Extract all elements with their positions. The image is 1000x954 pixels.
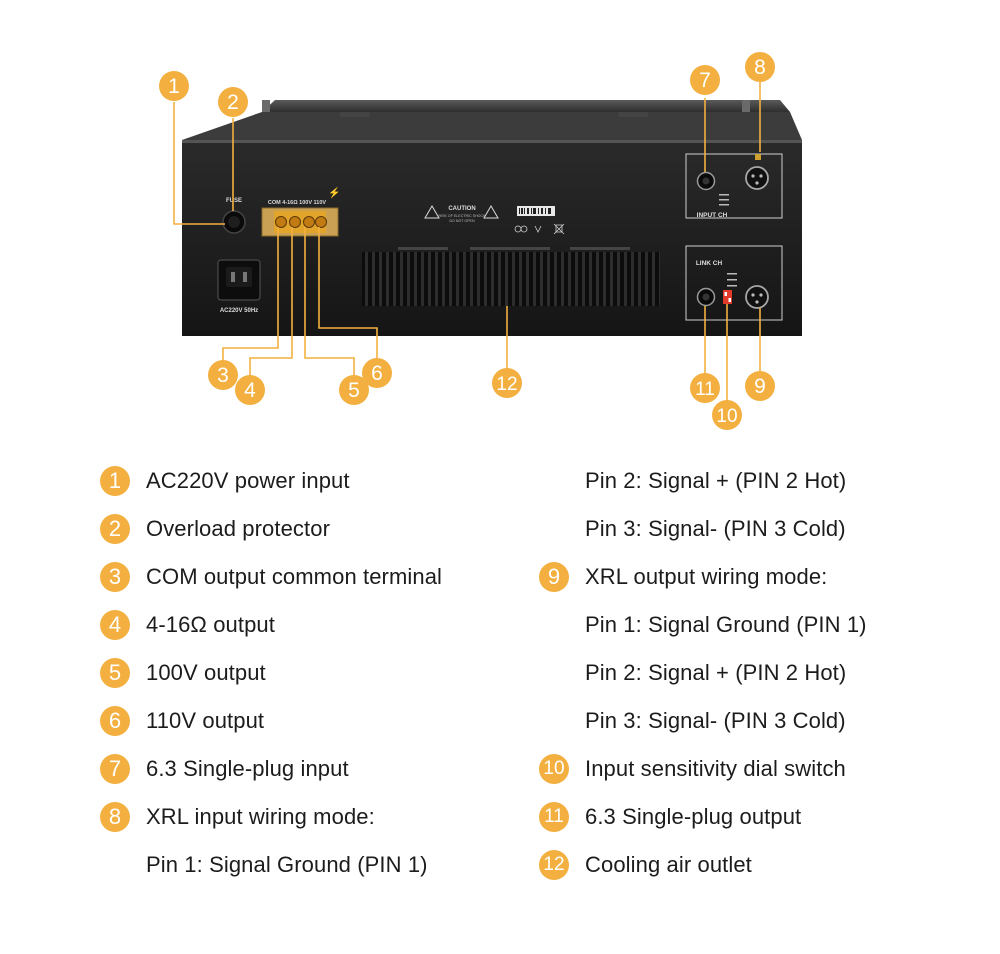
legend-badge-1: 1 — [100, 466, 130, 496]
caution-label: CAUTION RISK OF ELECTRIC SHOCK DO NOT OP… — [424, 205, 565, 235]
speaker-terminal-block: COM 4-16Ω 100V 110V ⚡ — [261, 186, 340, 237]
legend-item-1: 1 AC220V power input — [100, 464, 350, 498]
callout-badge-9: 9 — [745, 371, 775, 401]
legend-text-3: COM output common terminal — [146, 564, 443, 589]
legend-item-8: 8 XRL input wiring mode: — [100, 800, 375, 834]
amplifier-rear-panel-diagram: FUSE AC220V 50Hz COM 4-16Ω 100V 110V ⚡ C… — [159, 52, 802, 430]
legend-text-12: Cooling air outlet — [585, 852, 752, 877]
legend-badge-7: 7 — [100, 754, 130, 784]
svg-text:8: 8 — [754, 56, 766, 79]
ac-power-socket: AC220V 50Hz — [217, 259, 261, 314]
legend-text-5: 100V output — [146, 660, 266, 685]
svg-text:6: 6 — [371, 362, 383, 385]
callout-badge-5: 5 — [339, 375, 369, 405]
legend-item-8-pin-1: Pin 1: Signal Ground (PIN 1) — [146, 848, 428, 882]
legend-item-9-pin-1: Pin 1: Signal Ground (PIN 1) — [585, 608, 867, 642]
legend-text-8-pin-2: Pin 2: Signal + (PIN 2 Hot) — [585, 468, 847, 493]
svg-text:3: 3 — [217, 364, 229, 387]
caution-line-2: DO NOT OPEN — [449, 219, 474, 223]
sensitivity-dip-switch-icon — [723, 290, 732, 304]
legend-badge-12: 12 — [539, 850, 569, 880]
legend-text-2: Overload protector — [146, 516, 330, 541]
legend-text-9-pin-3: Pin 3: Signal- (PIN 3 Cold) — [585, 708, 846, 733]
callout-leader-lines — [173, 82, 761, 402]
legend-item-9: 9 XRL output wiring mode: — [539, 560, 828, 594]
legend-item-6: 6 110V output — [100, 704, 265, 738]
callout-badge-10: 10 — [712, 400, 742, 430]
legend-item-9-pin-3: Pin 3: Signal- (PIN 3 Cold) — [585, 704, 846, 738]
legend-item-3: 3 COM output common terminal — [100, 560, 443, 594]
callout-badge-6: 6 — [362, 358, 392, 388]
legend-text-8: XRL input wiring mode: — [146, 804, 375, 829]
legend-text-7: 6.3 Single-plug input — [146, 756, 349, 781]
legend-text-9: XRL output wiring mode: — [585, 564, 828, 589]
svg-text:11: 11 — [695, 379, 715, 400]
link-ch-label: LINK CH — [696, 260, 723, 267]
svg-text:5: 5 — [348, 379, 360, 402]
xlr-output-connector-icon — [745, 285, 769, 309]
svg-text:12: 12 — [496, 374, 517, 395]
terminal-label: COM 4-16Ω 100V 110V — [268, 200, 327, 206]
link-channel-box: LINK CH — [685, 245, 783, 321]
legend-badge-11: 11 — [539, 802, 569, 832]
svg-text:10: 10 — [716, 406, 737, 427]
cooling-air-vent — [362, 252, 660, 306]
power-label: AC220V 50Hz — [220, 308, 258, 314]
legend-badge-3: 3 — [100, 562, 130, 592]
legend-badge-9: 9 — [539, 562, 569, 592]
legend-text-1: AC220V power input — [146, 468, 350, 493]
legend-item-8-pin-3: Pin 3: Signal- (PIN 3 Cold) — [585, 512, 846, 546]
svg-text:1: 1 — [168, 75, 180, 98]
legend-text-10: Input sensitivity dial switch — [585, 756, 846, 781]
legend-item-10: 10 Input sensitivity dial switch — [539, 752, 846, 786]
fuse-holder: FUSE — [222, 198, 246, 234]
svg-text:9: 9 — [754, 375, 766, 398]
legend-text-11: 6.3 Single-plug output — [585, 804, 802, 829]
callout-badge-1: 1 — [159, 71, 189, 101]
callout-badge-11: 11 — [690, 373, 720, 403]
legend-item-11: 11 6.3 Single-plug output — [539, 800, 802, 834]
legend-item-12: 12 Cooling air outlet — [539, 848, 752, 882]
legend-item-9-pin-2: Pin 2: Signal + (PIN 2 Hot) — [585, 656, 846, 690]
callout-badge-2: 2 — [218, 87, 248, 117]
legend-badge-4: 4 — [100, 610, 130, 640]
caution-line-1: RISK OF ELECTRIC SHOCK — [439, 214, 487, 218]
legend-item-4: 4 4-16Ω output — [100, 608, 275, 642]
fuse-label: FUSE — [226, 198, 242, 204]
certification-marks-icon — [514, 223, 565, 235]
legend-badge-6: 6 — [100, 706, 130, 736]
legend-badge-5: 5 — [100, 658, 130, 688]
svg-text:2: 2 — [227, 91, 239, 114]
legend-text-9-pin-1: Pin 1: Signal Ground (PIN 1) — [585, 612, 867, 637]
legend-text-8-pin-3: Pin 3: Signal- (PIN 3 Cold) — [585, 516, 846, 541]
callout-badge-12: 12 — [492, 368, 522, 398]
legend-text-6: 110V output — [146, 708, 265, 733]
svg-text:7: 7 — [699, 69, 711, 92]
legend-text-4: 4-16Ω output — [146, 612, 275, 637]
legend-badge-10: 10 — [539, 754, 569, 784]
input-ch-label: INPUT CH — [697, 212, 728, 219]
lightning-icon: ⚡ — [328, 186, 340, 199]
legend-badge-8: 8 — [100, 802, 130, 832]
legend-badge-2: 2 — [100, 514, 130, 544]
legend-item-2: 2 Overload protector — [100, 512, 330, 546]
legend-text-9-pin-2: Pin 2: Signal + (PIN 2 Hot) — [585, 660, 847, 685]
caution-title: CAUTION — [448, 206, 475, 212]
svg-text:4: 4 — [244, 379, 256, 402]
callout-badge-8: 8 — [745, 52, 775, 82]
callout-badge-4: 4 — [235, 375, 265, 405]
legend-item-5: 5 100V output — [100, 656, 266, 690]
callout-badge-3: 3 — [208, 360, 238, 390]
xlr-input-connector-icon — [745, 166, 769, 190]
legend-text-8-pin-1: Pin 1: Signal Ground (PIN 1) — [146, 852, 428, 877]
legend-item-8-pin-2: Pin 2: Signal + (PIN 2 Hot) — [585, 464, 846, 498]
callout-badge-7: 7 — [690, 65, 720, 95]
input-channel-box: INPUT CH — [685, 153, 783, 219]
legend-item-7: 7 6.3 Single-plug input — [100, 752, 349, 786]
